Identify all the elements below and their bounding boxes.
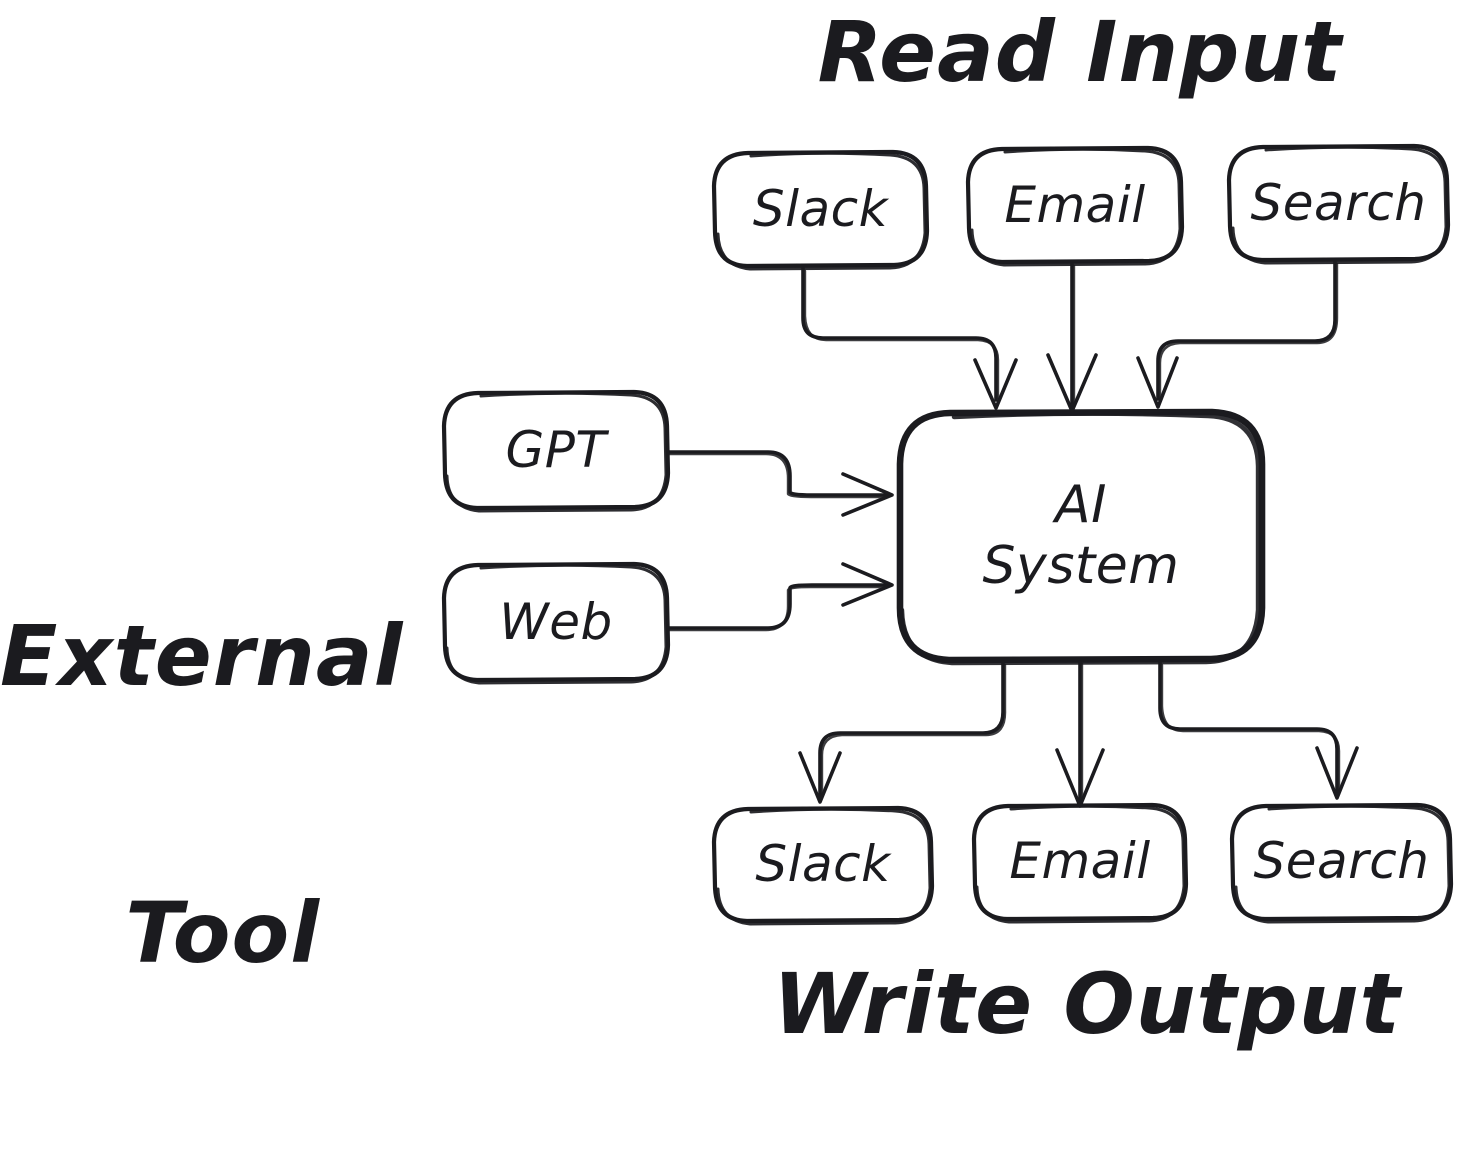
section-title-external-tool: External Tool	[0, 425, 410, 1164]
output-node-slack-label[interactable]: Slack	[755, 835, 891, 893]
input-node-slack-shape[interactable]	[711, 149, 930, 271]
external-tool-line-2: Tool	[125, 883, 320, 982]
diagram-svg	[441, 143, 1454, 926]
section-title-write-output: Write Output	[773, 955, 1401, 1053]
tool-node-web-label[interactable]: Web	[499, 593, 613, 651]
connector-slack-to-ai	[801, 266, 1018, 410]
output-node-search-label[interactable]: Search	[1253, 832, 1430, 890]
input-node-search-shape[interactable]	[1226, 143, 1451, 265]
connector-email-to-ai	[1046, 262, 1098, 413]
input-node-email-shape[interactable]	[965, 145, 1185, 267]
output-node-search-shape[interactable]	[1229, 802, 1454, 924]
connector-ai-to-slack	[798, 660, 1007, 804]
connector-search-to-ai	[1136, 260, 1339, 409]
tool-node-gpt-label[interactable]: GPT	[505, 421, 607, 479]
input-node-search-label[interactable]: Search	[1250, 174, 1427, 232]
tool-node-web-shape[interactable]	[441, 561, 671, 685]
center-node-label-line-2: System	[982, 536, 1180, 596]
connector-web-to-ai	[667, 562, 894, 632]
external-tool-line-1: External	[0, 606, 404, 705]
center-node-label-line-1: AI	[1055, 474, 1107, 535]
connector-gpt-to-ai	[667, 450, 894, 517]
diagram-canvas: Read Input External Tool Write Output Sl…	[0, 3, 1454, 1053]
section-title-read-input: Read Input	[817, 3, 1343, 101]
connector-ai-to-email	[1055, 660, 1105, 808]
center-node-ai-system-shape[interactable]	[896, 408, 1266, 666]
output-node-email-shape[interactable]	[971, 802, 1189, 924]
output-node-email-label[interactable]: Email	[1009, 832, 1151, 890]
output-node-slack-shape[interactable]	[711, 805, 935, 926]
center-node-label[interactable]: AI System	[900, 412, 1262, 660]
connector-ai-to-search	[1158, 660, 1359, 800]
tool-node-gpt-shape[interactable]	[441, 389, 671, 513]
input-node-email-label[interactable]: Email	[1004, 176, 1146, 234]
input-node-slack-label[interactable]: Slack	[752, 180, 889, 238]
